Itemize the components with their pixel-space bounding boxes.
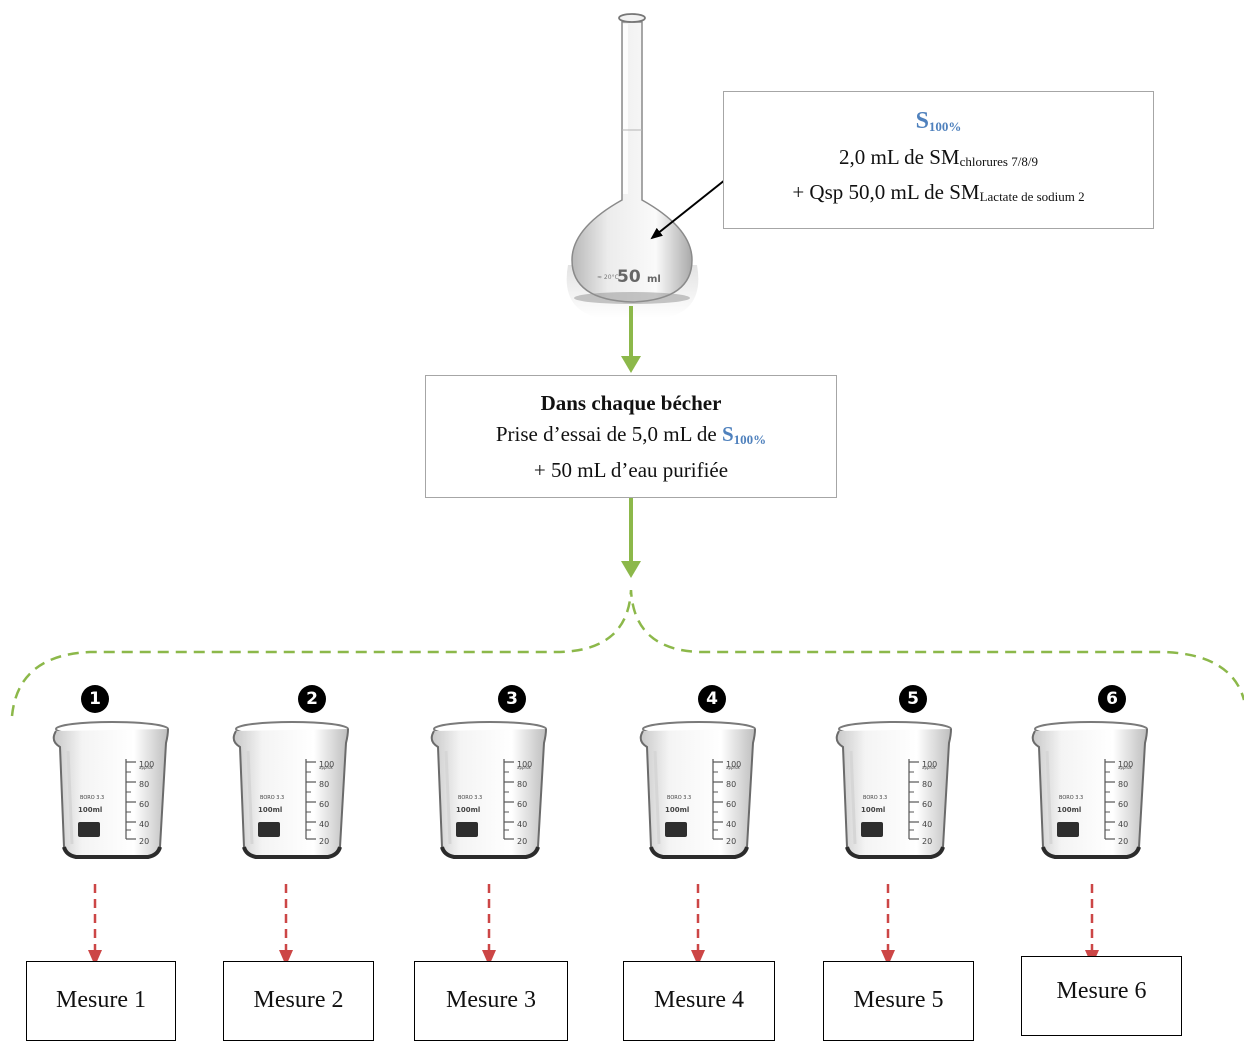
beaker-4-scale-80: 80	[726, 780, 736, 789]
beaker-2-scale-20: 20	[319, 837, 329, 846]
red-arrow-4	[691, 884, 705, 966]
beaker-6-approx-label: approx	[1118, 765, 1132, 770]
beaker-icon-1	[51, 720, 170, 859]
beaker-6-scale-100: 100	[1118, 760, 1133, 769]
beaker-2-approx-label: approx	[319, 765, 333, 770]
beaker-icon-5	[834, 720, 953, 859]
beaker-1-scale-80: 80	[139, 780, 149, 789]
beaker-icon-2	[231, 720, 350, 859]
beaker-number-4: 4	[698, 685, 726, 713]
measure-box-2: Mesure 2	[223, 961, 374, 1041]
beaker-5-scale-100: 100	[922, 760, 937, 769]
red-arrow-3	[482, 884, 496, 966]
beaker-5-capacity-label: 100ml	[861, 806, 885, 814]
beaker-1-capacity-label: 100ml	[78, 806, 102, 814]
beaker-2-brand-label: BORO 3.3	[260, 795, 284, 801]
red-arrow-1	[88, 884, 102, 966]
s100-line2-sub: chlorures 7/8/9	[959, 154, 1038, 169]
beaker-4-scale-100: 100	[726, 760, 741, 769]
flask-graduation-label: 50	[617, 267, 641, 287]
beaker-3-scale-100: 100	[517, 760, 532, 769]
beaker-5-scale-20: 20	[922, 837, 932, 846]
red-arrow-2	[279, 884, 293, 966]
svg-text:≈ 20°C: ≈ 20°C	[597, 274, 619, 281]
s100-line3: + Qsp 50,0 mL de SM	[792, 180, 980, 204]
s100-title: S	[915, 108, 929, 134]
beaker-5-brand-label: BORO 3.3	[863, 795, 887, 801]
beaker-2-scale-40: 40	[319, 820, 329, 829]
s100-title-sub: 100%	[928, 119, 962, 134]
beaker-5-scale-60: 60	[922, 800, 932, 809]
beaker-1-scale-100: 100	[139, 760, 154, 769]
s100-line3-sub: Lactate de sodium 2	[979, 189, 1085, 204]
beaker-6-scale-60: 60	[1118, 800, 1128, 809]
beaker-number-5: 5	[899, 685, 927, 713]
beaker-icon-4	[638, 720, 757, 859]
beaker-3-capacity-label: 100ml	[456, 806, 480, 814]
beaker-1-brand-label: BORO 3.3	[80, 795, 104, 801]
beaker-4-scale-20: 20	[726, 837, 736, 846]
becher-line2-s: S	[721, 422, 734, 446]
becher-line2-sub: 100%	[733, 432, 767, 447]
measure-box-6: Mesure 6	[1021, 956, 1182, 1036]
beaker-6-scale-20: 20	[1118, 837, 1128, 846]
flask-unit-label: ml	[647, 274, 661, 285]
beaker-3-scale-40: 40	[517, 820, 527, 829]
beaker-2-capacity-label: 100ml	[258, 806, 282, 814]
beaker-1-approx-label: approx	[139, 765, 153, 770]
becher-line3: + 50 mL d’eau purifiée	[533, 458, 729, 482]
volumetric-flask-icon: ≈ 20°C 50 ml	[566, 13, 699, 318]
measure-box-5: Mesure 5	[823, 961, 974, 1041]
beaker-number-3: 3	[498, 685, 526, 713]
beaker-5-approx-label: approx	[922, 765, 936, 770]
beaker-6-brand-label: BORO 3.3	[1059, 795, 1083, 801]
beaker-6-scale-40: 40	[1118, 820, 1128, 829]
beaker-number-1: 1	[81, 685, 109, 713]
beaker-6-capacity-label: 100ml	[1057, 806, 1081, 814]
beaker-3-brand-label: BORO 3.3	[458, 795, 482, 801]
beaker-2-scale-100: 100	[319, 760, 334, 769]
beaker-icon-6	[1030, 720, 1149, 859]
s100-line2: 2,0 mL de SM	[839, 145, 960, 169]
red-arrow-6	[1085, 884, 1099, 966]
beaker-4-approx-label: approx	[726, 765, 740, 770]
beaker-4-scale-40: 40	[726, 820, 736, 829]
beaker-5-scale-80: 80	[922, 780, 932, 789]
becher-title: Dans chaque bécher	[540, 391, 722, 415]
green-flow-arrow-2	[621, 498, 641, 578]
beaker-3-scale-80: 80	[517, 780, 527, 789]
beaker-1-scale-20: 20	[139, 837, 149, 846]
beaker-number-2: 2	[298, 685, 326, 713]
beaker-3-scale-60: 60	[517, 800, 527, 809]
beaker-1-scale-40: 40	[139, 820, 149, 829]
beaker-2-scale-80: 80	[319, 780, 329, 789]
s100-preparation-box: S100% 2,0 mL de SMchlorures 7/8/9 + Qsp …	[723, 91, 1154, 229]
beaker-2-scale-60: 60	[319, 800, 329, 809]
green-flow-arrow-1	[621, 306, 641, 373]
beaker-1-scale-60: 60	[139, 800, 149, 809]
measure-box-1: Mesure 1	[26, 961, 176, 1041]
beaker-icon-3	[429, 720, 548, 859]
distribution-brace	[10, 589, 1244, 717]
beaker-4-brand-label: BORO 3.3	[667, 795, 691, 801]
becher-line2: Prise d’essai de 5,0 mL de	[495, 422, 717, 446]
measure-box-4: Mesure 4	[623, 961, 775, 1041]
red-arrow-5	[881, 884, 895, 966]
beaker-5-scale-40: 40	[922, 820, 932, 829]
beaker-6-scale-80: 80	[1118, 780, 1128, 789]
becher-instructions-box: Dans chaque bécher Prise d’essai de 5,0 …	[425, 375, 837, 498]
beaker-3-scale-20: 20	[517, 837, 527, 846]
measure-box-3: Mesure 3	[414, 961, 568, 1041]
beaker-3-approx-label: approx	[517, 765, 531, 770]
beaker-number-6: 6	[1098, 685, 1126, 713]
beaker-4-capacity-label: 100ml	[665, 806, 689, 814]
beaker-4-scale-60: 60	[726, 800, 736, 809]
